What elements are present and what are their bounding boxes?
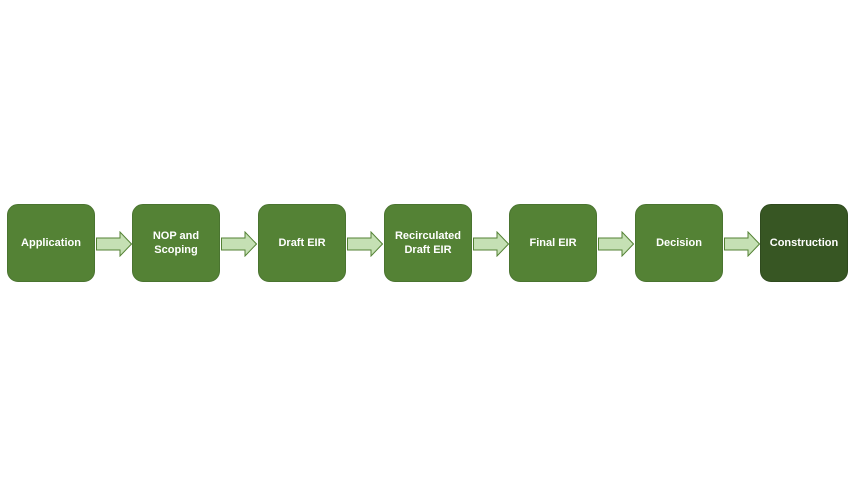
step-decision: Decision xyxy=(635,204,723,282)
step-label: Final EIR xyxy=(529,237,577,249)
step-label: Draft EIR xyxy=(278,237,326,249)
step-draft-eir: Draft EIR xyxy=(258,204,346,282)
arrow-right-icon xyxy=(598,231,634,257)
step-construction: Construction xyxy=(760,204,848,282)
step-label: NOP and Scoping xyxy=(152,230,200,256)
arrow-right-icon xyxy=(473,231,509,257)
arrow-right-icon xyxy=(347,231,383,257)
step-label: Decision xyxy=(656,237,702,249)
step-nop-and-scoping: NOP and Scoping xyxy=(132,204,220,282)
step-final-eir: Final EIR xyxy=(509,204,597,282)
arrow-right-icon xyxy=(221,231,257,257)
arrow-right-icon xyxy=(724,231,760,257)
step-application: Application xyxy=(7,204,95,282)
step-label: Application xyxy=(21,237,81,249)
step-label: Construction xyxy=(769,237,839,249)
step-label: Recirculated Draft EIR xyxy=(394,230,462,256)
step-recirculated-draft-eir: Recirculated Draft EIR xyxy=(384,204,472,282)
arrow-right-icon xyxy=(96,231,132,257)
